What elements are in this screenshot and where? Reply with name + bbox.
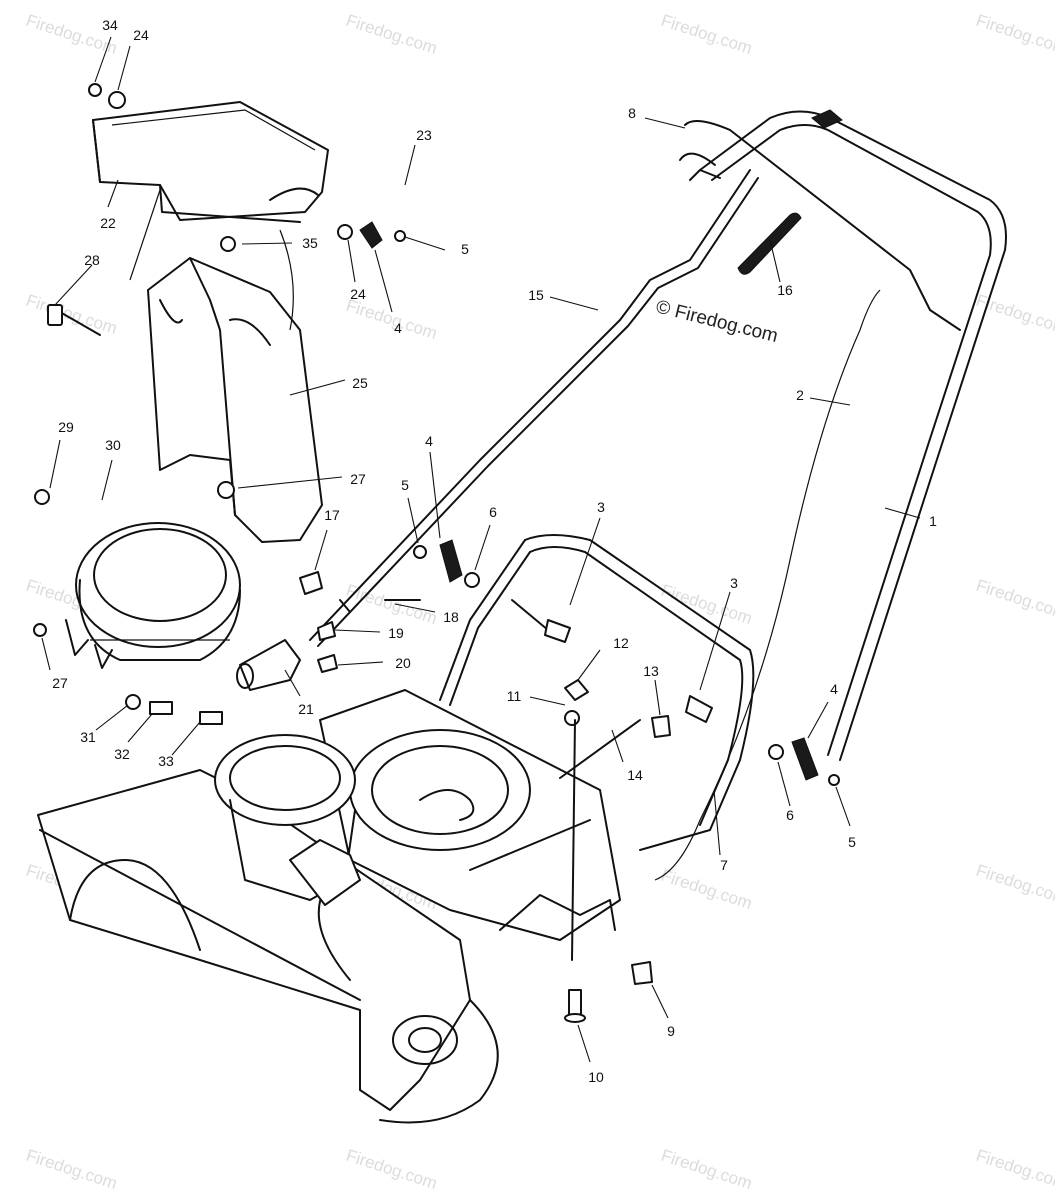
cable [654, 289, 881, 881]
callout-18: 18 [443, 609, 459, 625]
handle-grip [737, 212, 802, 275]
callout-24: 24 [350, 286, 366, 302]
callout-9: 9 [667, 1023, 675, 1039]
watermark: Firedog.com [659, 866, 755, 913]
callout-3: 3 [597, 499, 605, 515]
callout-34: 34 [102, 17, 118, 33]
callout-6: 6 [489, 504, 497, 520]
watermark: Firedog.com [974, 576, 1055, 623]
upper-handle [699, 109, 1007, 761]
pulley-assembly [236, 639, 301, 691]
chute-ring [65, 522, 241, 669]
watermark: Firedog.com [974, 861, 1055, 908]
leader-lines [41, 36, 921, 1063]
watermark: Firedog.com [659, 11, 755, 58]
callout-labels: 34 24 23 8 22 35 5 24 4 28 15 16 25 2 29… [52, 17, 937, 1085]
chute-base [214, 734, 361, 906]
callout-3: 3 [730, 575, 738, 591]
callout-15: 15 [528, 287, 544, 303]
callout-4: 4 [394, 320, 402, 336]
callout-32: 32 [114, 746, 130, 762]
callout-17: 17 [324, 507, 340, 523]
callout-16: 16 [777, 282, 793, 298]
callout-6: 6 [786, 807, 794, 823]
callout-25: 25 [352, 375, 368, 391]
callout-10: 10 [588, 1069, 604, 1085]
callout-20: 20 [395, 655, 411, 671]
callout-24: 24 [133, 27, 149, 43]
lower-handle [439, 534, 755, 851]
callout-11: 11 [507, 688, 522, 704]
callout-21: 21 [298, 701, 314, 717]
watermark: Firedog.com [344, 11, 440, 58]
watermark: Firedog.com [24, 291, 120, 338]
callout-5: 5 [848, 834, 856, 850]
watermark-main: © Firedog.com [654, 296, 780, 347]
callout-5: 5 [461, 241, 469, 257]
callout-31: 31 [80, 729, 96, 745]
callout-35: 35 [302, 235, 318, 251]
callout-30: 30 [105, 437, 121, 453]
watermark: Firedog.com [344, 1146, 440, 1193]
callout-22: 22 [100, 215, 116, 231]
watermark: Firedog.com [659, 1146, 755, 1193]
callout-2: 2 [796, 387, 804, 403]
watermark: Firedog.com [24, 1146, 120, 1193]
frame-plate [319, 689, 621, 941]
control-rod [309, 169, 759, 647]
callout-19: 19 [388, 625, 404, 641]
discharge-chute [129, 189, 323, 543]
watermark: Firedog.com [344, 296, 440, 343]
chute-deflector [92, 101, 329, 223]
hardware [33, 83, 840, 1023]
callout-33: 33 [158, 753, 174, 769]
callout-5: 5 [401, 477, 409, 493]
callout-4: 4 [425, 433, 433, 449]
callout-1: 1 [929, 513, 937, 529]
handle-lever [679, 120, 961, 331]
callout-28: 28 [84, 252, 100, 268]
callout-4: 4 [830, 681, 838, 697]
callout-12: 12 [613, 635, 629, 651]
callout-23: 23 [416, 127, 432, 143]
callout-27: 27 [350, 471, 366, 487]
watermark: Firedog.com [974, 291, 1055, 338]
callout-8: 8 [628, 105, 636, 121]
callout-29: 29 [58, 419, 74, 435]
watermark: Firedog.com [974, 11, 1055, 58]
callout-27: 27 [52, 675, 68, 691]
callout-13: 13 [643, 663, 659, 679]
callout-14: 14 [627, 767, 643, 783]
callout-7: 7 [720, 857, 728, 873]
watermark: Firedog.com [974, 1146, 1055, 1193]
